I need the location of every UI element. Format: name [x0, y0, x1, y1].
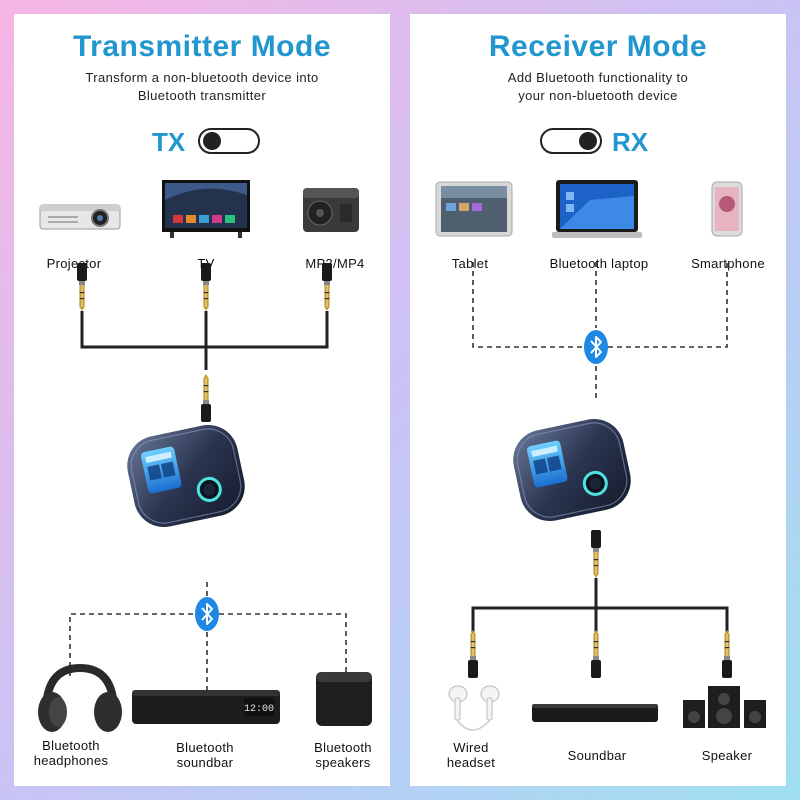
tablet-icon — [435, 181, 513, 237]
bluetooth-icon-rx — [583, 329, 609, 365]
aux-jack-speaker — [722, 630, 732, 678]
aux-jack-adapter-input — [201, 374, 211, 422]
receiver-subtitle-line2: your non-bluetooth device — [518, 88, 678, 103]
bluetooth-link-lines-rx — [472, 262, 728, 400]
transmitter-subtitle-line1: Transform a non-bluetooth device into — [85, 70, 319, 85]
soundbar-icon — [532, 704, 658, 722]
soundbar-display-icon: 12:00 — [132, 690, 280, 724]
output-label-speakers-line2: speakers — [315, 755, 371, 770]
bluetooth-adapter-rx — [506, 411, 638, 529]
receiver-title: Receiver Mode — [488, 30, 708, 63]
output-label-soundbar-rx: Soundbar — [567, 748, 627, 763]
tx-toggle[interactable] — [198, 128, 260, 154]
output-label-soundbar-line2: soundbar — [176, 755, 234, 770]
smartphone-icon — [711, 181, 743, 237]
output-label-headphones-line2: headphones — [33, 753, 109, 768]
headphones-icon — [38, 663, 122, 732]
speaker-set-icon — [683, 686, 766, 728]
rx-toggle[interactable] — [540, 128, 602, 154]
source-label-tablet: Tablet — [451, 256, 489, 271]
output-label-headphones: Bluetooth headphones — [26, 738, 116, 768]
tv-icon — [162, 180, 250, 238]
splitting-cable — [471, 578, 729, 632]
aux-jack-soundbar — [591, 630, 601, 678]
rx-toggle-knob — [579, 132, 597, 150]
aux-jack-mp3 — [322, 263, 332, 311]
merging-cable — [80, 311, 329, 349]
source-label-projector: Projector — [46, 256, 102, 271]
bluetooth-icon-tx — [194, 596, 220, 632]
bluetooth-adapter-tx — [120, 417, 252, 535]
output-label-wired-headset-line2: headset — [446, 755, 496, 770]
transmitter-panel: Transmitter Mode Transform a non-bluetoo… — [14, 14, 390, 786]
wired-headset-icon — [448, 685, 500, 731]
aux-jack-projector — [77, 263, 87, 311]
projector-icon — [39, 204, 121, 230]
tx-label: TX — [152, 127, 186, 157]
soundbar-clock-text: 12:00 — [244, 704, 274, 715]
source-label-laptop: Bluetooth laptop — [549, 256, 649, 271]
receiver-subtitle-line1: Add Bluetooth functionality to — [507, 70, 689, 85]
rx-label: RX — [612, 127, 649, 157]
output-label-headphones-line1: Bluetooth — [42, 738, 100, 753]
mp3-player-icon — [303, 188, 359, 232]
aux-jack-headset — [468, 630, 478, 678]
output-label-speaker: Speaker — [701, 748, 753, 763]
transmitter-subtitle-line2: Bluetooth transmitter — [137, 88, 267, 103]
output-label-soundbar: Bluetooth soundbar — [160, 740, 250, 770]
bluetooth-speaker-icon — [316, 672, 372, 726]
aux-jack-tv — [201, 263, 211, 311]
output-label-wired-headset-line1: Wired — [453, 740, 489, 755]
tx-toggle-knob — [203, 132, 221, 150]
output-label-wired-headset: Wired headset — [434, 740, 508, 770]
laptop-icon — [552, 180, 642, 238]
transmitter-title: Transmitter Mode — [72, 30, 332, 63]
output-label-speakers-line1: Bluetooth — [314, 740, 372, 755]
source-label-mp3: MP3/MP4 — [305, 256, 365, 271]
receiver-subtitle: Add Bluetooth functionality to your non-… — [410, 69, 786, 105]
output-label-speakers: Bluetooth speakers — [298, 740, 388, 770]
output-label-soundbar-line1: Bluetooth — [176, 740, 234, 755]
aux-jack-adapter-output — [591, 530, 601, 578]
transmitter-subtitle: Transform a non-bluetooth device into Bl… — [14, 69, 390, 105]
source-label-smartphone: Smartphone — [691, 256, 765, 271]
bluetooth-link-lines-tx — [69, 582, 347, 690]
